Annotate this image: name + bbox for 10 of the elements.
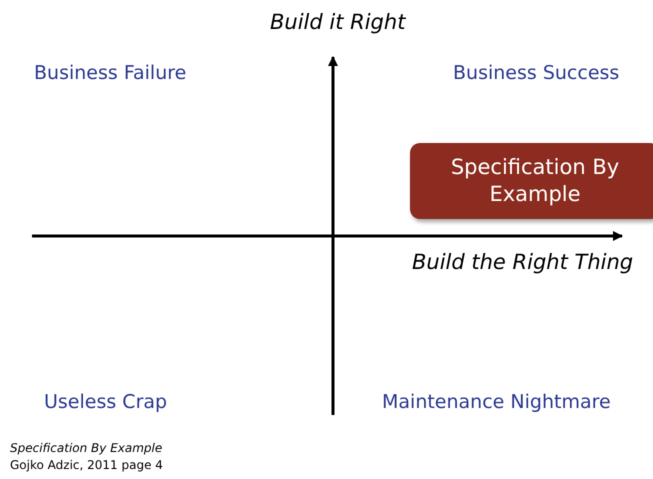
quadrant-label: Business Success [453, 62, 620, 84]
quadrant-label: Useless Crap [44, 391, 168, 413]
source-caption: Specification By Example [10, 441, 162, 455]
axis-label: Build the Right Thing [412, 250, 634, 274]
source-caption: Gojko Adzic, 2011 page 4 [10, 458, 163, 472]
quadrant-label: Maintenance Nightmare [382, 391, 611, 413]
highlight-box [410, 143, 653, 219]
box-label: Specification By Example [450, 154, 620, 208]
axis-label: Build it Right [270, 10, 406, 34]
quadrant-label: Business Failure [34, 62, 186, 84]
